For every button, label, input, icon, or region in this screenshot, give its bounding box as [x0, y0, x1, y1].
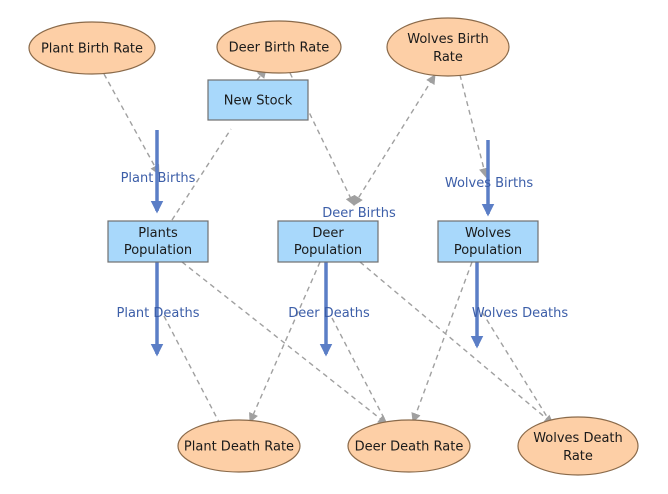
- link-deer-to-plant-death-rate: [249, 261, 321, 423]
- deer-death-rate-label: Deer Death Rate: [355, 440, 464, 455]
- flow-labels: Plant Births Deer Births Wolves Births P…: [117, 171, 569, 321]
- link-plant-birth-rate-to-plant-births: [103, 73, 160, 175]
- rate-nodes: Plant Birth Rate Deer Birth Rate Wolves …: [28, 17, 639, 476]
- flow-arrows: [150, 130, 495, 357]
- deer-population-node[interactable]: Deer Population: [277, 220, 379, 263]
- wolves-deaths-label[interactable]: Wolves Deaths: [472, 306, 569, 321]
- deer-population-label-line2: Population: [294, 243, 362, 258]
- plants-population-label-line1: Plants: [138, 226, 178, 241]
- plant-birth-rate-node[interactable]: Plant Birth Rate: [28, 21, 156, 75]
- plant-births-label[interactable]: Plant Births: [121, 171, 196, 186]
- link-wolves-to-deer-death-rate: [411, 261, 473, 423]
- wolves-population-label-line2: Population: [454, 243, 522, 258]
- wolves-population-label-line1: Wolves: [465, 226, 511, 241]
- wolves-death-rate-label-line2: Rate: [563, 449, 593, 464]
- plant-deaths-label[interactable]: Plant Deaths: [117, 306, 200, 321]
- link-deer-to-wolves-death-rate: [359, 261, 554, 425]
- link-wolves-birth-rate-to-wolves-births: [459, 74, 489, 178]
- new-stock-node[interactable]: New Stock: [207, 79, 309, 121]
- wolves-birth-rate-label-line1: Wolves Birth: [407, 32, 488, 47]
- link-plants-to-deer-death-rate: [181, 261, 388, 425]
- link-deer-deaths-to-deer-death-rate: [331, 317, 388, 425]
- deer-population-label-line1: Deer: [312, 226, 344, 241]
- deer-death-rate-node[interactable]: Deer Death Rate: [347, 419, 471, 473]
- new-stock-label: New Stock: [224, 94, 293, 109]
- wolves-death-rate-label-line1: Wolves Death: [533, 431, 623, 446]
- deer-deaths-label[interactable]: Deer Deaths: [288, 306, 370, 321]
- dependency-links: [103, 68, 554, 425]
- plant-death-rate-node[interactable]: Plant Death Rate: [177, 419, 301, 473]
- link-wolves-deaths-to-wolves-death-rate: [481, 311, 550, 421]
- wolves-birth-rate-label-line2: Rate: [433, 50, 463, 65]
- stock-nodes: New Stock Plants Population Deer Populat…: [107, 79, 539, 263]
- plants-population-node[interactable]: Plants Population: [107, 220, 209, 263]
- wolves-births-label[interactable]: Wolves Births: [445, 176, 533, 191]
- link-deer-birth-rate-to-deer-births: [289, 72, 355, 206]
- wolves-birth-rate-node[interactable]: Wolves Birth Rate: [386, 17, 510, 77]
- plant-death-rate-label: Plant Death Rate: [184, 440, 294, 455]
- link-plant-deaths-to-plant-death-rate: [163, 315, 221, 425]
- plant-birth-rate-label: Plant Birth Rate: [41, 42, 143, 57]
- wolves-population-node[interactable]: Wolves Population: [437, 220, 539, 263]
- deer-births-label[interactable]: Deer Births: [322, 206, 396, 221]
- wolves-death-rate-node[interactable]: Wolves Death Rate: [517, 416, 639, 476]
- link-plants-to-new-stock: [171, 128, 232, 221]
- link-deer-births-to-wolves-birth-rate: [353, 74, 436, 206]
- deer-birth-rate-label: Deer Birth Rate: [229, 41, 330, 56]
- plants-population-label-line2: Population: [124, 243, 192, 258]
- deer-birth-rate-node[interactable]: Deer Birth Rate: [216, 20, 342, 74]
